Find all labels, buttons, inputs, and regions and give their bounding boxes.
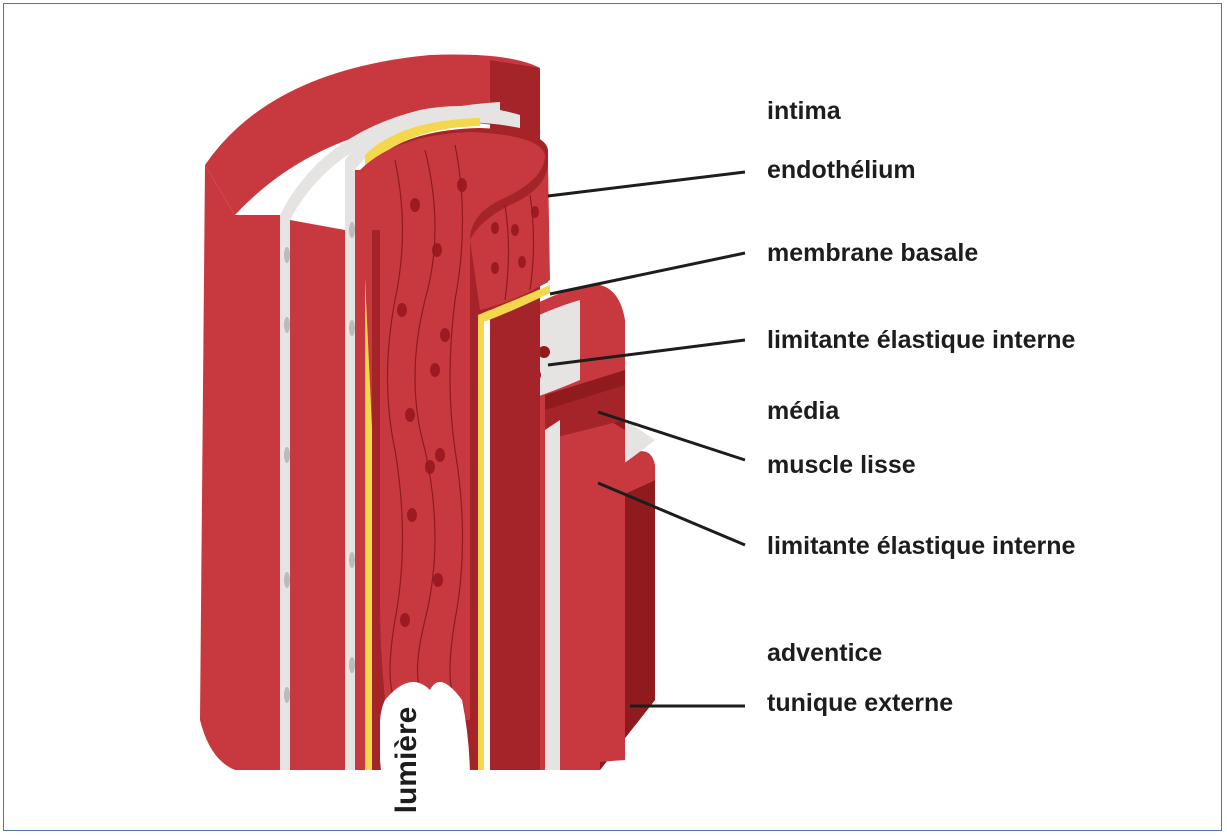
label-muscle-lisse: muscle lisse bbox=[767, 450, 916, 480]
label-endothelium: endothélium bbox=[767, 155, 916, 185]
label-limitante-elastique-1: limitante élastique interne bbox=[767, 325, 1075, 355]
leader-endothelium bbox=[548, 172, 745, 196]
label-tunique-externe: tunique externe bbox=[767, 688, 953, 718]
label-membrane-basale: membrane basale bbox=[767, 238, 978, 268]
label-lumiere: lumière bbox=[390, 707, 424, 814]
label-adventice: adventice bbox=[767, 638, 882, 668]
label-media: média bbox=[767, 396, 839, 426]
leader-membrane-basale bbox=[550, 253, 745, 294]
label-intima: intima bbox=[767, 96, 841, 126]
label-limitante-elastique-2: limitante élastique interne bbox=[767, 531, 1075, 561]
